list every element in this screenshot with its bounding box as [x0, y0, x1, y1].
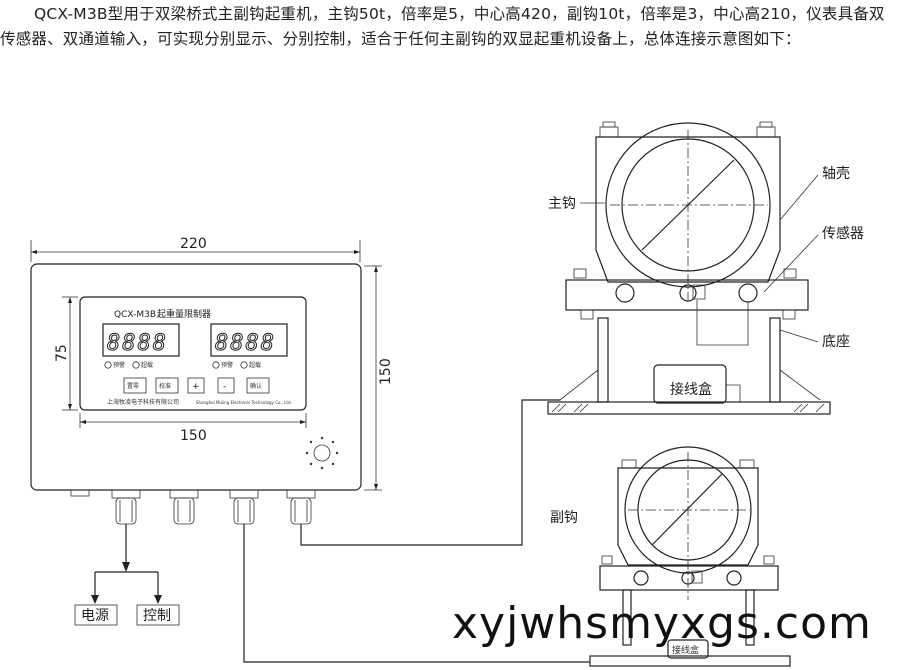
buzzer-icon [305, 436, 339, 470]
calibrate-button-label: 校准 [159, 382, 171, 390]
dim-width: 220 [180, 236, 207, 252]
dim-panel-height: 75 [54, 344, 70, 362]
company-name-en: Shanghai Muling Electronic Technology Co… [196, 400, 292, 405]
indicator-prewarn-right [212, 361, 220, 369]
control-box [136, 604, 180, 626]
company-name: 上海牧凌电子科技有限公司 [107, 398, 179, 406]
dim-height-outer: 150 [378, 358, 394, 385]
cable-gland-aux [229, 489, 259, 525]
sensor-label: 传感器 [822, 225, 864, 242]
indicator-label: 预警 [113, 361, 125, 369]
dim-panel-width: 150 [180, 428, 207, 444]
main-hook-label: 主钩 [548, 196, 576, 212]
indicator-label: 超载 [141, 361, 153, 369]
junction-box-main [653, 364, 727, 404]
cable-gland-main [286, 489, 316, 525]
shaft-housing-label: 轴壳 [822, 165, 850, 182]
minus-button-label: - [223, 382, 226, 392]
plus-button[interactable] [187, 377, 205, 394]
panel-title: 起重量限制器 [157, 308, 211, 320]
power-label: 电源 [81, 608, 109, 624]
confirm-button[interactable] [246, 377, 270, 394]
display-left-value: 8888 [107, 331, 168, 356]
intro-paragraph: QCX-M3B型用于双梁桥式主副钩起重机，主钩50t，倍率是5，中心高420，副… [0, 5, 885, 48]
plus-button-label: + [192, 382, 200, 392]
display-left [102, 323, 180, 357]
display-right-value: 8888 [215, 331, 276, 356]
junction-box-label: 接线盒 [670, 381, 712, 398]
cable-gland-power [111, 489, 141, 525]
calibrate-button[interactable] [155, 377, 179, 394]
confirm-button-label: 确认 [250, 382, 262, 390]
junction-box-aux-label: 接线盒 [672, 644, 699, 656]
base-label: 底座 [822, 334, 850, 350]
display-right [210, 323, 288, 357]
power-box [74, 604, 118, 626]
instrument-box: 220 150 75 150 QCX-M3B 起重量限制器 8888 888 [30, 236, 394, 525]
indicator-overload-left [132, 361, 140, 369]
cable-gland-spare [169, 489, 199, 525]
cable-main-hook [300, 399, 560, 546]
sensor-element [692, 284, 706, 300]
cable-gland-small [70, 489, 90, 497]
watermark: xyjwhsmyxgs.com [452, 598, 872, 649]
minus-button[interactable] [217, 377, 235, 394]
indicator-prewarn-left [104, 361, 112, 369]
aux-hook-label: 副钩 [550, 510, 578, 526]
main-hook-assembly: 主钩 接线盒 [547, 121, 864, 415]
control-label: 控制 [143, 608, 171, 624]
indicator-label: 预警 [221, 361, 233, 369]
junction-box-aux [667, 639, 709, 659]
aux-hook-assembly: 副钩 接线盒 [550, 446, 791, 667]
indicator-label: 超载 [249, 361, 261, 369]
indicator-overload-right [240, 361, 248, 369]
zero-button-label: 置零 [127, 383, 139, 390]
panel-model: QCX-M3B [114, 310, 156, 320]
zero-button[interactable] [123, 377, 147, 394]
cable-aux-hook [243, 524, 590, 663]
output-branches: 电源 控制 [74, 524, 180, 626]
